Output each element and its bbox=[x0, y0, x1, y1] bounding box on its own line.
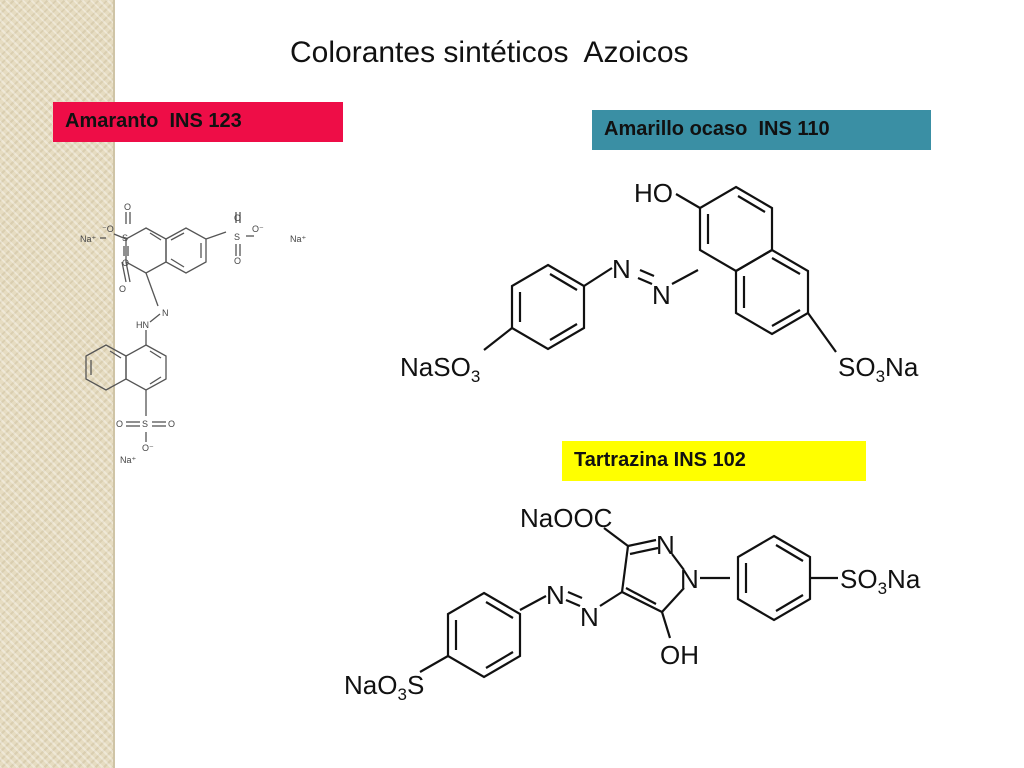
amaranto-n-1: N bbox=[162, 308, 169, 318]
amaranto-o-3a: O bbox=[116, 419, 123, 429]
amaranto-o-1a: O bbox=[124, 202, 131, 212]
tartrazina-oh: OH bbox=[660, 640, 699, 670]
amarillo-n-1: N bbox=[612, 254, 631, 284]
tartrazina-label: Tartrazina INS 102 bbox=[562, 441, 866, 481]
amarillo-nasO3-left: NaSO3 bbox=[400, 352, 480, 386]
tartrazina-n-azo-1: N bbox=[546, 580, 565, 610]
amaranto-s-2-o: O bbox=[234, 213, 241, 223]
slide-title: Colorantes sintéticos Azoicos bbox=[290, 36, 689, 69]
amaranto-o-minus-2: O⁻ bbox=[252, 224, 264, 234]
amarillo-so3na-right: SO3Na bbox=[838, 352, 919, 386]
amaranto-o-2b: O bbox=[234, 256, 241, 266]
tartrazina-nao3s-left: NaO3S bbox=[344, 670, 424, 704]
tartrazina-n-azo-2: N bbox=[580, 602, 599, 632]
amaranto-label: Amaranto INS 123 bbox=[53, 102, 343, 142]
amaranto-o-minus-1: ⁻O bbox=[102, 224, 114, 234]
amarillo-ho: HO bbox=[634, 178, 673, 208]
tartrazina-so3na-right: SO3Na bbox=[840, 564, 921, 598]
tartrazina-n-ring-2: N bbox=[680, 564, 699, 594]
tartrazina-n-ring-1: N bbox=[656, 530, 675, 560]
amarillo-n-2: N bbox=[652, 280, 671, 310]
amaranto-s-1: S bbox=[122, 233, 128, 243]
amaranto-na-1: Na⁺ bbox=[80, 234, 97, 244]
amaranto-o-minus-3: O⁻ bbox=[142, 443, 154, 453]
amaranto-o-3b: O bbox=[168, 419, 175, 429]
amarillo-ocaso-label: Amarillo ocaso INS 110 bbox=[592, 110, 931, 150]
amaranto-o-keto: O bbox=[119, 284, 126, 294]
amaranto-na-3: Na⁺ bbox=[120, 455, 137, 465]
amaranto-na-2: Na⁺ bbox=[290, 234, 307, 244]
amaranto-s-3: S bbox=[142, 419, 148, 429]
tartrazina-naooc: NaOOC bbox=[520, 503, 612, 533]
amaranto-s-2: S bbox=[234, 232, 240, 242]
amaranto-hn: HN bbox=[136, 320, 149, 330]
amaranto-o-1b: O bbox=[122, 258, 129, 268]
